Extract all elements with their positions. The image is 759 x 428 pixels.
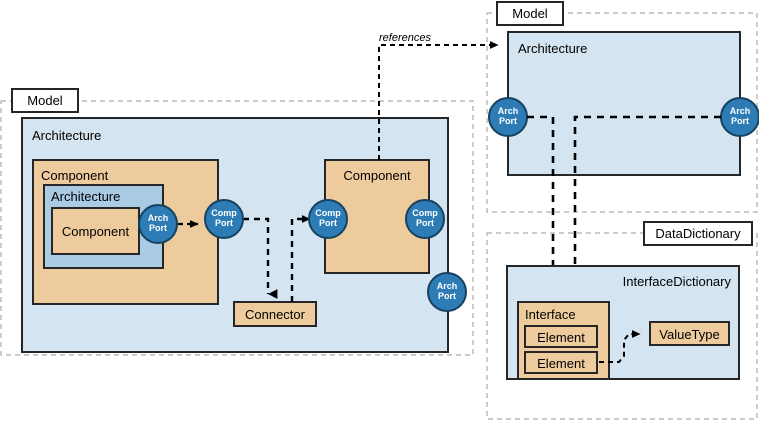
- package-model-right: Model: [486, 1, 758, 213]
- edge-compport1-to-connector: [243, 217, 278, 299]
- edge-archport-right-to-interface: [573, 115, 721, 297]
- port-label-line2: Port: [319, 218, 337, 228]
- port-label-line2: Port: [438, 291, 456, 301]
- edge-references-label: references: [379, 32, 431, 44]
- port-label-line1: Comp: [315, 208, 341, 218]
- port-label-line1: Comp: [412, 208, 438, 218]
- port-label-line2: Port: [731, 116, 749, 126]
- port-left-comp-port-1[interactable]: Comp Port: [204, 199, 244, 239]
- package-model-right-label: Model: [512, 6, 548, 21]
- interface-dictionary-label: InterfaceDictionary: [623, 274, 732, 289]
- port-label-line1: Comp: [211, 208, 237, 218]
- left-architecture-label: Architecture: [32, 128, 101, 143]
- edge-connector-to-compport2: [290, 215, 311, 302]
- connector-box[interactable]: [233, 301, 317, 327]
- left-component-right-label: Component: [343, 168, 411, 183]
- port-label-line2: Port: [499, 116, 517, 126]
- edge-archport-left-to-interface: [527, 115, 563, 297]
- package-model-left-tab: [11, 88, 79, 113]
- port-label-line1: Arch: [437, 281, 458, 291]
- value-type-label: ValueType: [659, 327, 719, 342]
- package-model-left: Model: [0, 88, 474, 356]
- package-datadictionary-label: DataDictionary: [655, 226, 741, 241]
- package-model-left-border: [0, 100, 474, 356]
- port-left-arch-port-outer[interactable]: Arch Port: [427, 272, 467, 312]
- interface-label: Interface: [525, 307, 576, 322]
- port-label-line1: Arch: [498, 106, 519, 116]
- element-row[interactable]: Element: [524, 325, 598, 348]
- element-label: Element: [537, 356, 585, 371]
- port-right-arch-port-right[interactable]: Arch Port: [720, 97, 759, 137]
- port-label-line1: Arch: [730, 106, 751, 116]
- value-type-box[interactable]: [649, 321, 730, 346]
- port-label-line1: Arch: [148, 213, 169, 223]
- port-left-comp-port-2[interactable]: Comp Port: [308, 199, 348, 239]
- left-component-inner-box[interactable]: [51, 207, 140, 255]
- port-label-line2: Port: [215, 218, 233, 228]
- right-architecture-label: Architecture: [518, 41, 587, 56]
- port-left-comp-port-3[interactable]: Comp Port: [405, 199, 445, 239]
- left-component-inner-label: Component: [62, 224, 130, 239]
- package-datadictionary: DataDictionary: [486, 221, 758, 420]
- package-model-left-label: Model: [27, 93, 63, 108]
- connector-label: Connector: [245, 307, 306, 322]
- element-row[interactable]: Element: [524, 351, 598, 374]
- package-model-right-tab: [496, 1, 564, 26]
- right-architecture-box[interactable]: [507, 31, 741, 176]
- edge-references: [378, 41, 499, 160]
- port-left-arch-port-inner[interactable]: Arch Port: [138, 204, 178, 244]
- port-label-line2: Port: [149, 223, 167, 233]
- port-right-arch-port-left[interactable]: Arch Port: [488, 97, 528, 137]
- package-datadictionary-border: [486, 232, 758, 420]
- port-label-line2: Port: [416, 218, 434, 228]
- package-datadictionary-tab: [643, 221, 753, 246]
- element-label: Element: [537, 330, 585, 345]
- left-component-outer-label: Component: [41, 168, 109, 183]
- left-architecture-inner-label: Architecture: [51, 189, 120, 204]
